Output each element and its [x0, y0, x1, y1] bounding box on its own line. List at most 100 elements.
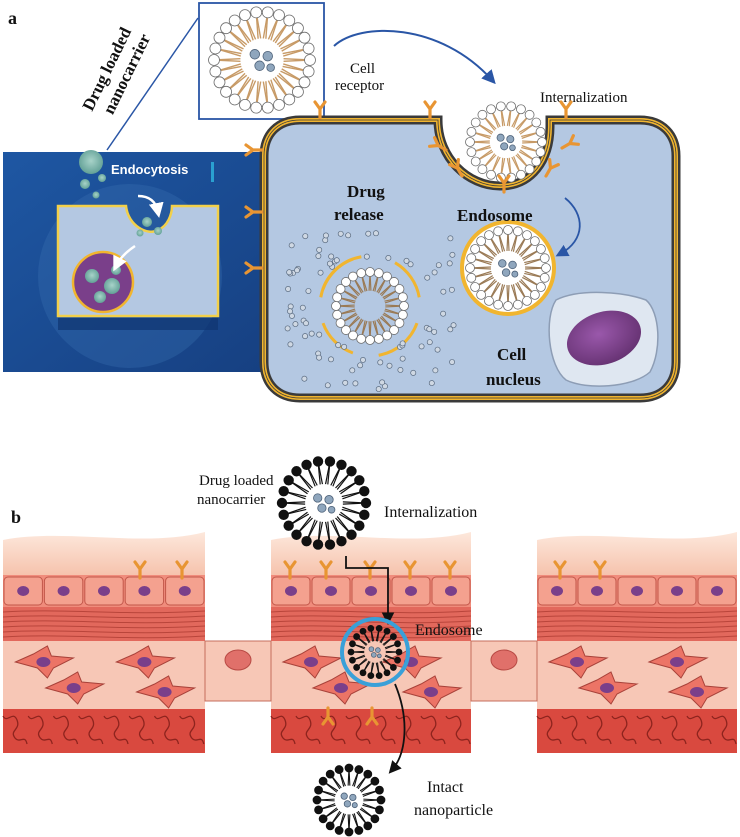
- panel-a-label: a: [8, 8, 17, 28]
- drug-core: [249, 49, 261, 60]
- lipid-head: [365, 267, 375, 277]
- lipid-head: [470, 156, 481, 167]
- drug-core: [313, 493, 323, 503]
- drug-particle: [410, 369, 417, 376]
- lipid-head: [349, 656, 356, 664]
- lipid-head: [503, 301, 513, 311]
- drug-particle: [285, 286, 292, 292]
- drug-particle: [308, 330, 315, 337]
- drug-particle: [316, 246, 323, 253]
- lipid-head: [336, 459, 347, 470]
- drug-core: [498, 259, 507, 268]
- lipid-head: [354, 765, 364, 774]
- lipid-head: [292, 22, 304, 35]
- lipid-head: [283, 14, 296, 27]
- lipid-head: [486, 169, 496, 180]
- lipid-head: [373, 333, 384, 344]
- lipid-head: [346, 529, 357, 540]
- drug-particle: [328, 356, 334, 363]
- lipid-head: [541, 263, 551, 273]
- lipid-head: [348, 330, 358, 341]
- lipid-head: [466, 272, 477, 283]
- drug-particle: [360, 356, 366, 363]
- released-micelle: [331, 267, 409, 345]
- lipid-head: [367, 672, 375, 680]
- cell-nucleus: [566, 310, 642, 366]
- cell-nucleus: [178, 586, 191, 596]
- receptor: [593, 560, 607, 580]
- lipid-head: [354, 475, 365, 486]
- lipid-head: [539, 272, 550, 283]
- lipid-head: [397, 292, 408, 303]
- drug-particle: [302, 233, 309, 240]
- lipid-head: [291, 529, 302, 540]
- drug-particle: [403, 257, 410, 264]
- lipid-head: [324, 456, 336, 467]
- drug-particle: [382, 383, 388, 390]
- receptor: [560, 134, 580, 150]
- cell-nucleus: [98, 586, 110, 596]
- lipid-head: [493, 226, 504, 237]
- drug-particle: [345, 232, 352, 239]
- lipid-head: [283, 93, 296, 106]
- lipid-head: [477, 109, 488, 120]
- cell-nucleus: [631, 586, 643, 596]
- lipid-head: [273, 9, 285, 22]
- drug-core: [349, 793, 357, 802]
- lipid-head: [312, 539, 324, 550]
- receptor: [244, 143, 264, 157]
- receptor: [403, 560, 417, 580]
- drug-core: [317, 503, 327, 513]
- lipid-head: [261, 6, 274, 19]
- lipid-head: [389, 277, 399, 287]
- lipid-head: [484, 296, 494, 306]
- drug-particle: [324, 382, 331, 389]
- lipid-head: [365, 335, 375, 345]
- panel-a: a Endocytosis Drug loaded nanocarrier: [3, 2, 681, 403]
- drug-particle: [407, 261, 414, 268]
- lipid-head: [354, 826, 364, 835]
- lipid-head: [283, 520, 294, 531]
- lipid-head: [370, 814, 380, 824]
- cell-nucleus: [138, 586, 151, 596]
- lipid-head: [476, 236, 487, 247]
- lipid-head: [332, 309, 343, 320]
- drug-particle: [363, 253, 370, 260]
- drug-core: [376, 653, 382, 659]
- drug-particle: [385, 255, 392, 261]
- lipid-head: [524, 164, 535, 175]
- lipid-head: [389, 664, 397, 671]
- lipid-head: [209, 42, 222, 55]
- drug-particle: [379, 379, 386, 386]
- drug-particle: [352, 380, 359, 387]
- drug-particle: [434, 346, 441, 353]
- lipid-head: [506, 101, 517, 112]
- lipid-head: [394, 656, 401, 664]
- lipid-head: [495, 101, 506, 112]
- lipid-head: [382, 271, 392, 282]
- drug-particle: [386, 362, 393, 369]
- lipid-head: [298, 76, 311, 89]
- lipid-head: [470, 244, 480, 254]
- drug-core: [496, 133, 505, 142]
- lipid-head: [363, 769, 373, 779]
- lipid-head: [367, 624, 375, 632]
- drug-core: [324, 495, 334, 505]
- drug-particle: [424, 274, 431, 281]
- lipid-head: [314, 805, 323, 815]
- drug-particle: [302, 333, 309, 340]
- drug-particle: [399, 340, 406, 347]
- lipid-head: [209, 65, 222, 78]
- lipid-head: [304, 54, 316, 66]
- lipid-head: [325, 769, 335, 779]
- lipid-head: [278, 485, 289, 497]
- drug-core: [351, 802, 358, 809]
- drug-particle: [317, 269, 324, 276]
- receptor: [175, 560, 189, 580]
- lipid-head: [376, 795, 386, 805]
- receptor: [428, 136, 448, 152]
- drug-particle: [335, 342, 342, 349]
- lipid-head: [359, 509, 370, 521]
- drug-particle: [286, 269, 293, 276]
